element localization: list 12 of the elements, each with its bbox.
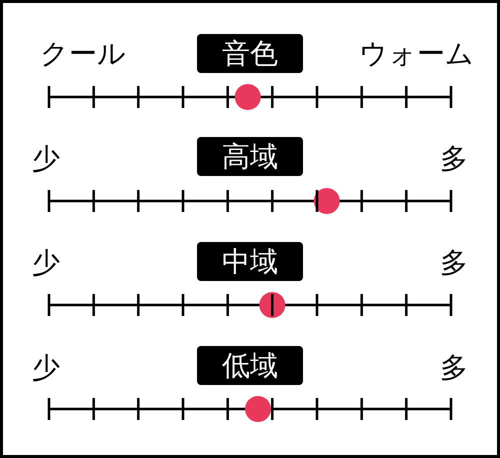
end-label: 少	[32, 350, 60, 386]
end-label: 少	[32, 141, 60, 177]
end-label: クール	[40, 36, 126, 72]
end-label: ウォーム	[359, 36, 474, 72]
heading-box: 中域	[197, 242, 303, 281]
heading-box: 音色	[197, 34, 303, 73]
end-label: 多	[440, 245, 468, 281]
heading-box: 低域	[197, 346, 303, 385]
heading-box: 高域	[197, 137, 303, 176]
end-label: 少	[32, 245, 60, 281]
end-label: 多	[440, 141, 468, 177]
end-label: 多	[440, 350, 468, 386]
